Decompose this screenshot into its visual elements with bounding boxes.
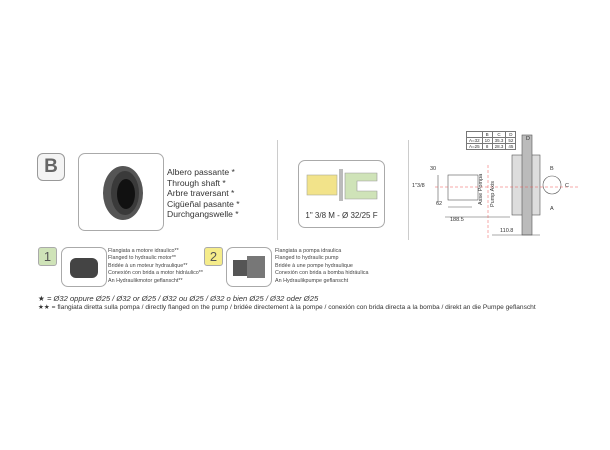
- shaft-labels: Albero passante * Through shaft * Arbre …: [167, 167, 240, 220]
- shaft-photo: [78, 153, 164, 231]
- divider: [408, 140, 409, 240]
- dim-188: 188.5: [450, 217, 464, 223]
- dim-B: B: [550, 166, 554, 172]
- axis-en: Pump Axis: [490, 181, 496, 207]
- shaft-spec: 1" 3/8 M - Ø 32/25 F: [305, 211, 378, 220]
- note-1: ★ = Ø32 oppure Ø25 / Ø32 or Ø25 / Ø32 ou…: [38, 294, 319, 303]
- dim-D: D: [526, 136, 530, 142]
- dim-138: 1"3/8: [412, 183, 425, 189]
- dim-62: 62: [436, 201, 442, 207]
- label-en: Through shaft *: [167, 177, 226, 188]
- dim-A: A: [550, 206, 554, 212]
- technical-drawing: 30 62 188.5 110.8 1"3/8 B C A D Asse Pom…: [412, 134, 580, 240]
- option-1-text: Flangiata a motore idraulico**Flanged to…: [108, 248, 203, 284]
- section-badge: B: [37, 153, 65, 181]
- dim-30: 30: [430, 166, 436, 172]
- label-fr: Arbre traversant *: [167, 188, 235, 198]
- shaft-diagram: [306, 169, 378, 201]
- label-es: Cigüeñal pasante *: [167, 198, 240, 209]
- option-2-badge: 2: [204, 247, 223, 266]
- shaft-spec-box: 1" 3/8 M - Ø 32/25 F: [298, 160, 385, 228]
- dim-C: C: [565, 183, 569, 189]
- axis-it: Asse Pompa: [478, 173, 484, 205]
- shaft-coupling-image: [103, 166, 143, 220]
- divider: [277, 140, 278, 240]
- dim-110: 110.8: [500, 228, 513, 234]
- note-2: ★★ = flangiata diretta sulla pompa / dir…: [38, 304, 536, 311]
- option-1-badge: 1: [38, 247, 57, 266]
- motor-photo: [61, 247, 107, 287]
- label-de: Durchgangswelle *: [167, 209, 239, 219]
- pump-photo: [226, 247, 272, 287]
- label-it: Albero passante *: [167, 167, 235, 177]
